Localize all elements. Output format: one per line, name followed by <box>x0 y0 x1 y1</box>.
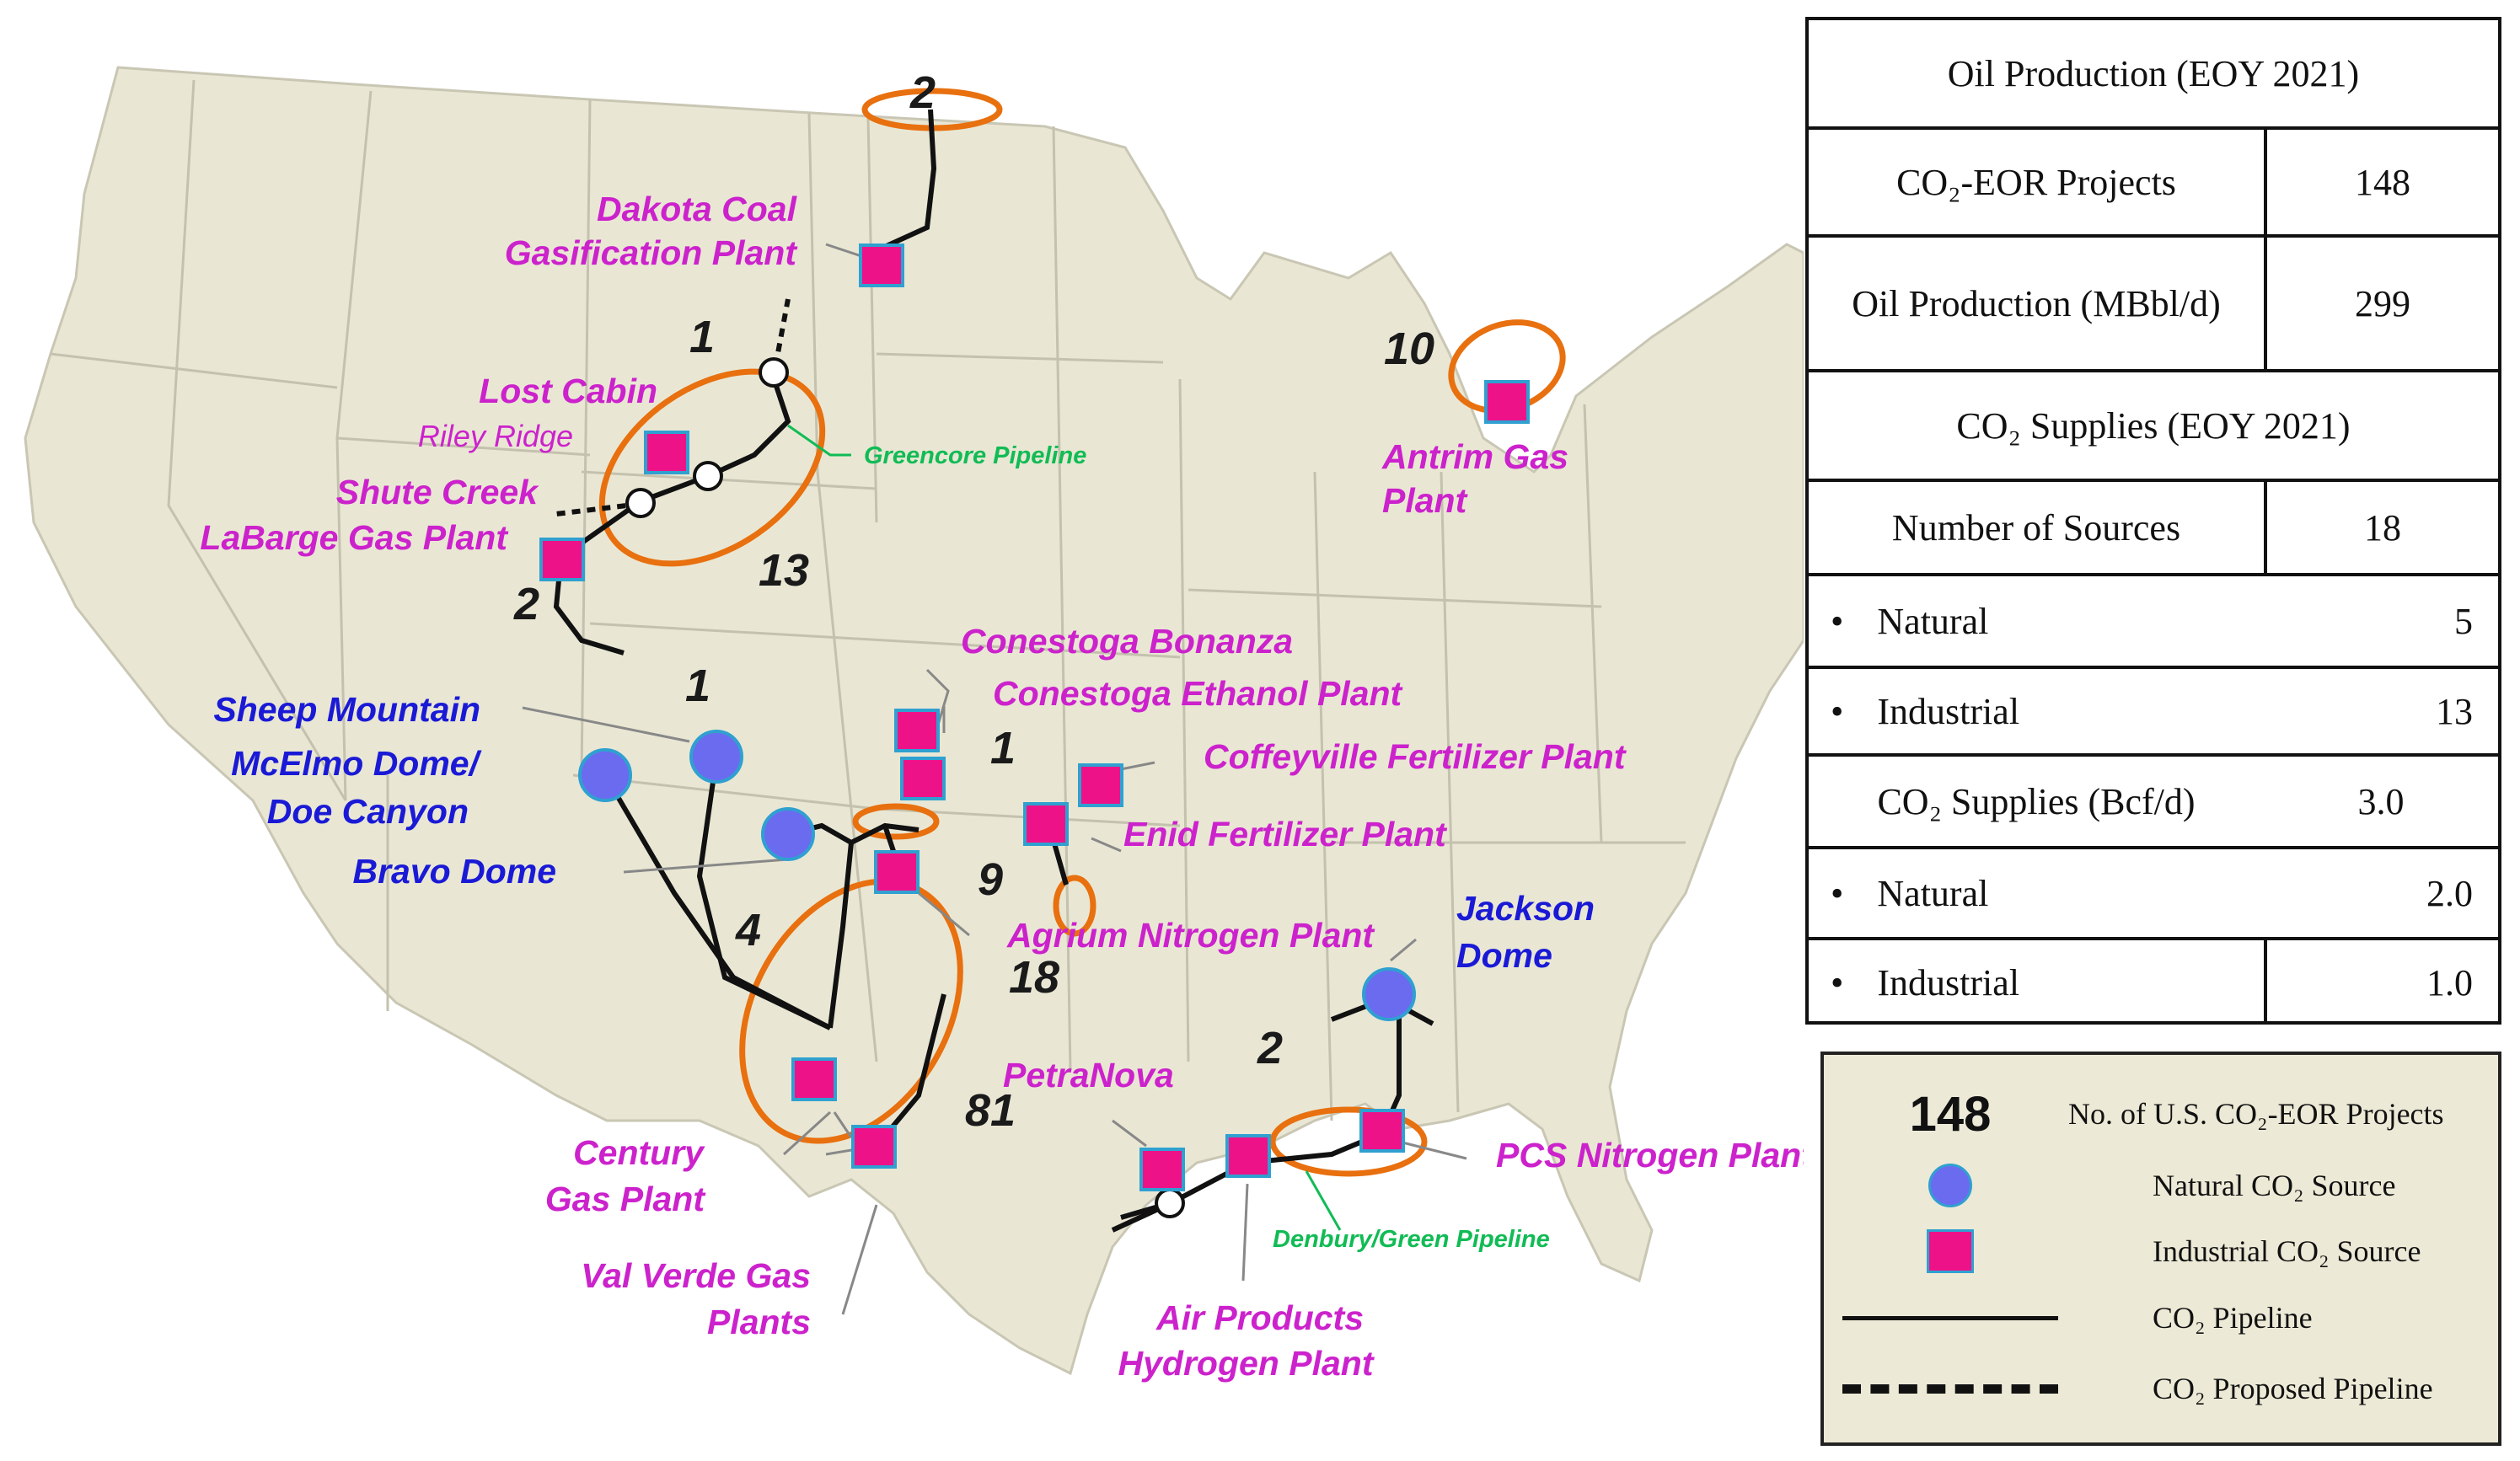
pipeline-line-icon <box>1842 1315 2058 1320</box>
oil-production-header: Oil Production (EOY 2021) <box>1809 20 2498 130</box>
label-airproducts-2: Hydrogen Plant <box>1118 1344 1375 1383</box>
pipeline-junctions <box>625 357 1185 1218</box>
proposed-pipelines <box>555 298 791 516</box>
ellipse-oklahoma <box>852 803 940 840</box>
industrial-source-valverde <box>851 1125 897 1169</box>
label-bonanza: Conestoga Bonanza <box>961 622 1293 661</box>
count-permian: 81 <box>965 1085 1016 1136</box>
legend-natural-source: Natural CO₂ Source <box>1824 1152 2498 1219</box>
state-borders <box>50 79 1686 1121</box>
label-pcs: PCS Nitrogen Plant <box>1496 1136 1804 1175</box>
count-mississippi: 2 <box>1257 1023 1283 1073</box>
eor-statistics-table: Oil Production (EOY 2021) CO₂-EOR Projec… <box>1805 17 2501 1025</box>
projects-row: CO₂-EOR Projects 148 <box>1809 130 2498 238</box>
project-counts: 2 1 13 2 10 1 1 4 9 18 2 81 <box>513 67 1434 1136</box>
count-new-mexico: 4 <box>735 905 761 955</box>
industrial-source-enid <box>1023 802 1069 846</box>
label-antrim-2: Plant <box>1382 481 1469 520</box>
supplies-row: CO₂ Supplies (Bcf/d) 3.0 <box>1809 757 2498 849</box>
industrial-source-oklahoma <box>874 850 920 894</box>
sources-natural-row: •Natural 5 <box>1809 576 2498 669</box>
industrial-source-airproducts <box>1225 1134 1271 1178</box>
count-michigan: 10 <box>1384 324 1434 374</box>
ellipse-agrium <box>1053 875 1096 937</box>
industrial-sources <box>539 244 1530 1191</box>
count-texas-panhandle: 18 <box>1009 952 1059 1003</box>
count-utah: 2 <box>513 579 539 629</box>
industrial-source-antrim <box>1484 380 1530 424</box>
label-antrim-1: Antrim Gas <box>1381 437 1568 476</box>
label-bravo: Bravo Dome <box>352 852 556 891</box>
oil-production-row: Oil Production (MBbl/d) 299 <box>1809 238 2498 372</box>
label-denbury: Denbury/Green Pipeline <box>1273 1226 1550 1253</box>
count-wyoming: 13 <box>759 545 809 596</box>
label-greencore: Greencore Pipeline <box>864 442 1086 469</box>
label-agrium: Agrium Nitrogen Plant <box>1006 916 1375 955</box>
sources-industrial-row: •Industrial 13 <box>1809 669 2498 757</box>
industrial-source-coffeyville <box>1078 763 1123 807</box>
label-dakota-1: Dakota Coal <box>597 190 798 228</box>
count-north-dakota: 2 <box>909 67 936 118</box>
pipeline-labels: Greencore Pipeline Denbury/Green Pipelin… <box>864 442 1550 1253</box>
industrial-source-lostcabin <box>644 431 689 474</box>
label-ethanol: Conestoga Ethanol Plant <box>993 674 1404 713</box>
industrial-source-dakota <box>859 244 904 287</box>
supplies-natural-row: •Natural 2.0 <box>1809 849 2498 940</box>
ellipse-gulf <box>1269 1106 1428 1177</box>
natural-source-sheep <box>689 730 743 784</box>
count-kansas: 1 <box>990 723 1016 773</box>
industrial-source-ethanol <box>900 757 946 800</box>
natural-source-mcelmo <box>578 748 632 802</box>
ellipse-permian <box>739 878 963 1144</box>
legend-count-number: 148 <box>1909 1086 1992 1142</box>
pipeline-callouts <box>787 424 1342 1231</box>
industrial-source-century <box>791 1057 837 1101</box>
industrial-source-icon <box>1927 1229 1974 1273</box>
label-valverde-2: Plants <box>707 1303 811 1341</box>
label-coffeyville: Coffeyville Fertilizer Plant <box>1204 737 1627 776</box>
legend-pipeline: CO₂ Pipeline <box>1824 1284 2498 1351</box>
legend-count-label: No. of U.S. CO₂-EOR Projects <box>2068 1097 2444 1131</box>
label-valverde-1: Val Verde Gas <box>581 1256 811 1295</box>
label-century-2: Gas Plant <box>545 1180 706 1218</box>
industrial-source-petranova <box>1139 1148 1185 1191</box>
label-mcelmo-1: McElmo Dome/ <box>231 744 481 783</box>
label-century-1: Century <box>573 1133 705 1172</box>
map-legend: 148 No. of U.S. CO₂-EOR Projects Natural… <box>1820 1052 2501 1446</box>
label-enid: Enid Fertilizer Plant <box>1123 815 1448 854</box>
label-mcelmo-2: Doe Canyon <box>267 792 469 831</box>
label-lostcabin: Lost Cabin <box>479 372 657 410</box>
natural-sources <box>578 730 1416 1021</box>
label-airproducts-1: Air Products <box>1155 1298 1364 1337</box>
co2-supplies-header: CO₂ Supplies (EOY 2021) <box>1809 372 2498 482</box>
label-riley: Riley Ridge <box>418 419 573 453</box>
proposed-pipeline-dash-icon <box>1842 1383 2058 1394</box>
legend-industrial-source: Industrial CO₂ Source <box>1824 1218 2498 1285</box>
sources-row: Number of Sources 18 <box>1809 482 2498 576</box>
label-petranova: PetraNova <box>1003 1056 1174 1094</box>
us-co2-eor-map: Dakota Coal Gasification Plant Lost Cabi… <box>24 66 1804 1383</box>
label-jackson-1: Jackson <box>1456 889 1595 928</box>
natural-source-jackson <box>1362 967 1416 1021</box>
label-shute-1: Shute Creek <box>336 473 539 511</box>
natural-source-icon <box>1928 1164 1972 1207</box>
legend-proposed-pipeline: CO₂ Proposed Pipeline <box>1824 1355 2498 1422</box>
source-labels: Dakota Coal Gasification Plant Lost Cabi… <box>200 190 1804 1383</box>
natural-source-bravo <box>761 807 815 861</box>
label-jackson-2: Dome <box>1456 936 1552 975</box>
legend-project-count: 148 No. of U.S. CO₂-EOR Projects <box>1824 1080 2498 1148</box>
count-colorado: 1 <box>685 661 710 711</box>
count-wyoming-north: 1 <box>689 312 715 362</box>
industrial-source-shute <box>539 538 585 581</box>
ellipse-wyoming <box>598 368 826 567</box>
label-dakota-2: Gasification Plant <box>505 233 799 272</box>
label-shute-2: LaBarge Gas Plant <box>200 518 509 557</box>
count-oklahoma: 9 <box>978 854 1003 905</box>
label-sheep: Sheep Mountain <box>213 690 480 729</box>
industrial-source-pcs <box>1359 1109 1405 1153</box>
supplies-industrial-row: •Industrial 1.0 <box>1809 940 2498 1025</box>
industrial-source-bonanza <box>894 709 940 752</box>
